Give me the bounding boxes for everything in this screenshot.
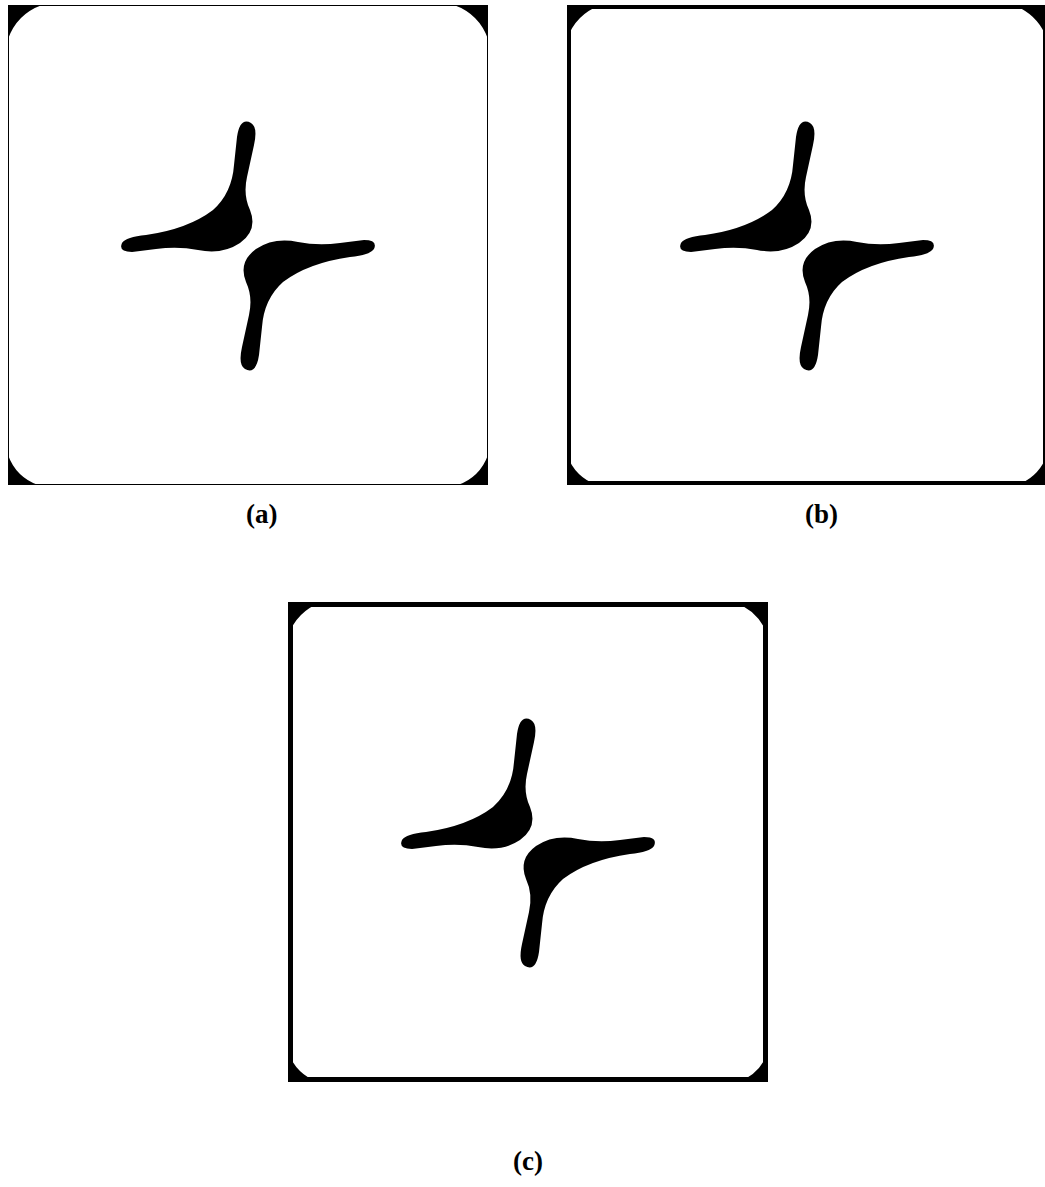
design-panel — [288, 602, 768, 1082]
panel-label: (a) — [246, 498, 277, 530]
panel-label: (b) — [805, 498, 838, 530]
panel-label: (c) — [513, 1145, 543, 1177]
design-panel — [8, 5, 488, 485]
design-panel — [567, 5, 1045, 485]
